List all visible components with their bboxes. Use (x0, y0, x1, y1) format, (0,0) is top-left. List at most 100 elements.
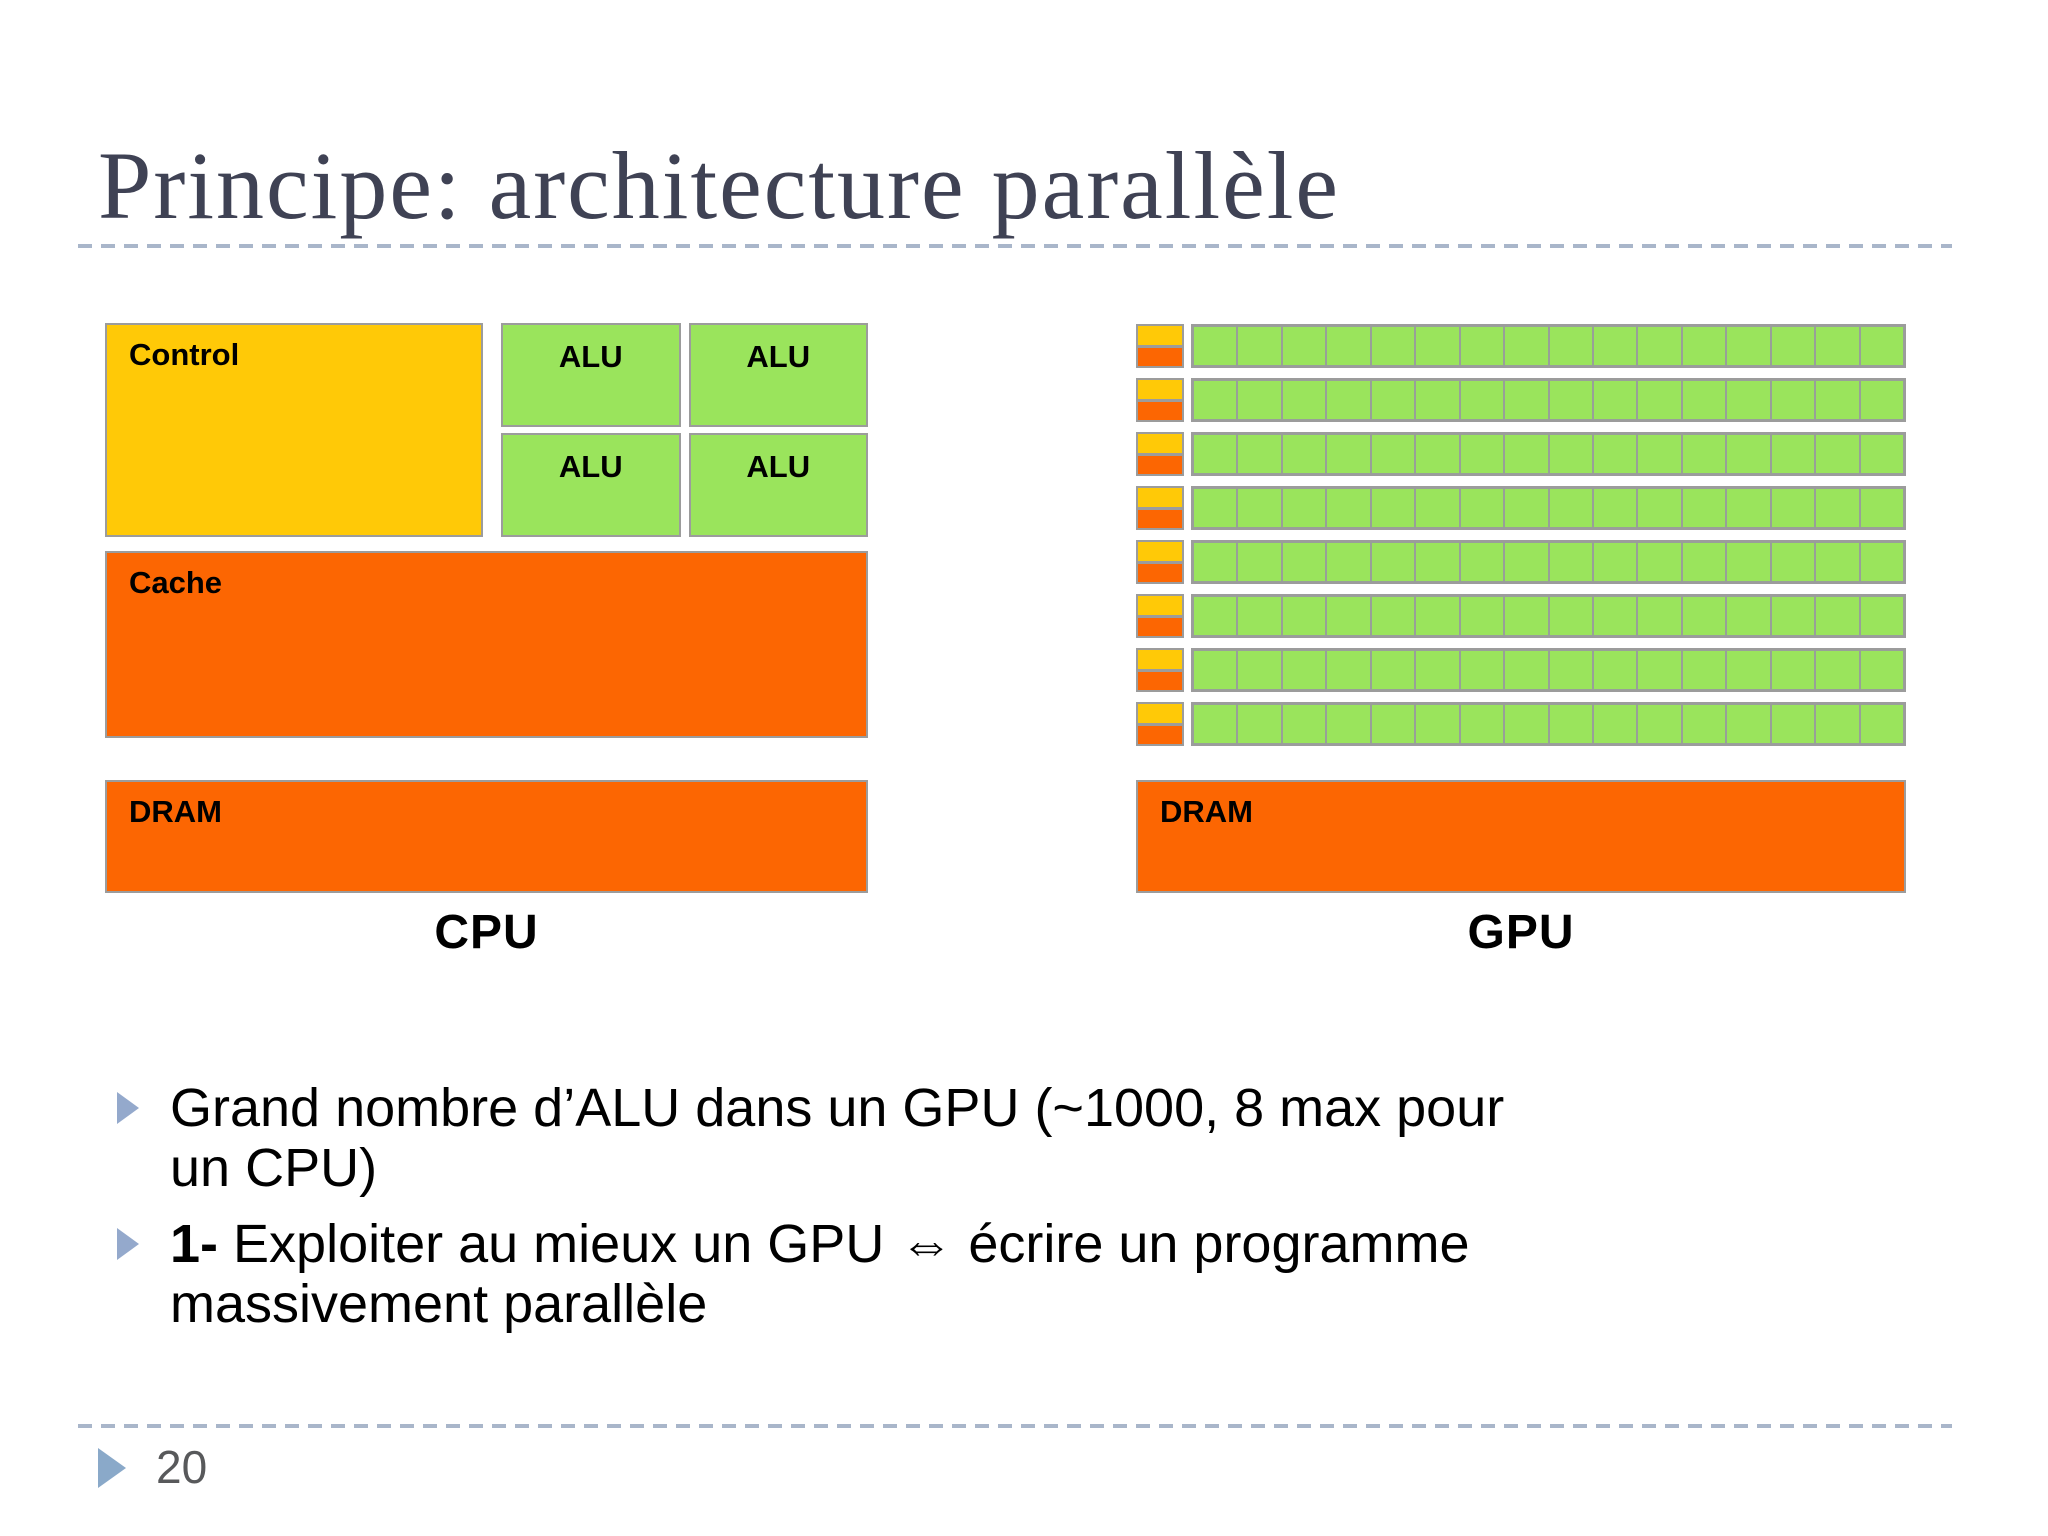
gpu-alu-cell (1770, 326, 1816, 366)
gpu-control-cache-block (1136, 594, 1184, 638)
gpu-alu-cell (1193, 542, 1238, 582)
gpu-alu-cell (1726, 542, 1771, 582)
gpu-alu-cell (1592, 596, 1638, 636)
gpu-control-cell (1138, 596, 1182, 615)
gpu-alu-cell (1592, 704, 1638, 744)
gpu-control-cell (1138, 650, 1182, 669)
gpu-alu-cell (1726, 326, 1771, 366)
gpu-alu-cell (1681, 542, 1727, 582)
gpu-alu-cell (1370, 596, 1416, 636)
gpu-alu-cell (1681, 434, 1727, 474)
gpu-dram-label: DRAM (1160, 794, 1253, 829)
gpu-alu-cell (1548, 488, 1593, 528)
gpu-alu-cell (1326, 650, 1371, 690)
gpu-control-cell (1138, 434, 1182, 453)
gpu-alu-cell (1326, 434, 1371, 474)
gpu-alu-cell (1770, 488, 1816, 528)
gpu-control-cell (1138, 380, 1182, 399)
gpu-alu-cell (1592, 434, 1638, 474)
gpu-alu-cell (1859, 380, 1904, 420)
bullet-triangle-icon (117, 1092, 139, 1124)
gpu-alu-cell (1859, 704, 1904, 744)
gpu-alu-cell (1548, 650, 1593, 690)
gpu-alu-cell (1504, 488, 1549, 528)
gpu-alu-cell (1859, 488, 1904, 528)
gpu-alu-cell (1770, 596, 1816, 636)
gpu-alu-cell (1548, 326, 1593, 366)
gpu-cache-cell (1138, 725, 1182, 744)
title-separator-line (78, 244, 1952, 248)
gpu-alu-cell (1859, 596, 1904, 636)
gpu-alu-cell (1459, 596, 1505, 636)
gpu-alu-cell (1637, 380, 1682, 420)
gpu-alu-cell (1548, 596, 1593, 636)
gpu-alu-cell (1281, 326, 1327, 366)
gpu-alu-cell (1815, 650, 1860, 690)
gpu-alu-cell (1415, 380, 1460, 420)
gpu-alu-cell (1459, 488, 1505, 528)
gpu-alu-cell (1592, 488, 1638, 528)
gpu-alu-cell (1415, 542, 1460, 582)
cpu-control-block: Control (105, 323, 483, 537)
bullet-item: 1- Exploiter au mieux un GPU ⇔ écrire un… (115, 1214, 1540, 1334)
gpu-alu-cell (1459, 650, 1505, 690)
gpu-alu-cell (1815, 434, 1860, 474)
cpu-alu-box: ALU (688, 433, 868, 537)
footer-triangle-icon (98, 1448, 126, 1488)
block-divider (1138, 452, 1182, 456)
gpu-alu-cell (1504, 434, 1549, 474)
gpu-alu-cell (1592, 380, 1638, 420)
gpu-alu-cell (1859, 542, 1904, 582)
bullet-body: Exploiter au mieux un GPU ⇔ écrire un pr… (170, 1214, 1470, 1334)
gpu-alu-cell (1459, 704, 1505, 744)
gpu-row (1136, 648, 1906, 692)
gpu-alu-cell (1370, 434, 1416, 474)
gpu-cache-cell (1138, 401, 1182, 420)
gpu-alu-cell (1726, 650, 1771, 690)
gpu-alu-cell (1237, 704, 1282, 744)
gpu-row (1136, 594, 1906, 638)
gpu-alu-cell (1681, 488, 1727, 528)
gpu-alu-cell (1237, 326, 1282, 366)
gpu-alu-cell (1281, 596, 1327, 636)
gpu-cache-cell (1138, 455, 1182, 474)
gpu-row (1136, 486, 1906, 530)
gpu-alu-cell (1193, 650, 1238, 690)
gpu-row (1136, 324, 1906, 368)
gpu-alu-cell (1859, 326, 1904, 366)
gpu-alu-cell (1815, 326, 1860, 366)
gpu-control-cache-block (1136, 702, 1184, 746)
gpu-alu-cell (1237, 650, 1282, 690)
gpu-alu-cell (1326, 596, 1371, 636)
bullet-item: Grand nombre d’ALU dans un GPU (~1000, 8… (115, 1078, 1540, 1198)
gpu-alu-cell (1370, 704, 1416, 744)
gpu-alu-cell (1592, 542, 1638, 582)
gpu-control-cache-block (1136, 486, 1184, 530)
cpu-caption: CPU (434, 906, 539, 959)
gpu-alu-cell (1548, 542, 1593, 582)
gpu-control-cache-block (1136, 540, 1184, 584)
gpu-alu-cell (1281, 380, 1327, 420)
gpu-alu-cell (1504, 542, 1549, 582)
gpu-alu-cell (1281, 650, 1327, 690)
cpu-cache-label: Cache (129, 565, 223, 600)
gpu-alu-cell (1504, 704, 1549, 744)
gpu-alu-strip (1191, 432, 1906, 476)
gpu-alu-cell (1815, 596, 1860, 636)
gpu-dram-block: DRAM (1136, 780, 1906, 893)
gpu-cache-cell (1138, 617, 1182, 636)
gpu-alu-cell (1681, 380, 1727, 420)
cpu-control-label: Control (129, 337, 240, 372)
gpu-alu-cell (1637, 650, 1682, 690)
bullet-text: 1- Exploiter au mieux un GPU ⇔ écrire un… (170, 1214, 1470, 1334)
gpu-row (1136, 540, 1906, 584)
gpu-alu-cell (1770, 380, 1816, 420)
gpu-alu-cell (1859, 434, 1904, 474)
bullet-list: Grand nombre d’ALU dans un GPU (~1000, 8… (115, 1078, 1540, 1334)
slide-title: Principe: architecture parallèle (98, 132, 1341, 239)
block-divider (1138, 398, 1182, 402)
gpu-alu-cell (1592, 650, 1638, 690)
cpu-alu-box: ALU (501, 323, 681, 427)
gpu-alu-cell (1281, 488, 1327, 528)
